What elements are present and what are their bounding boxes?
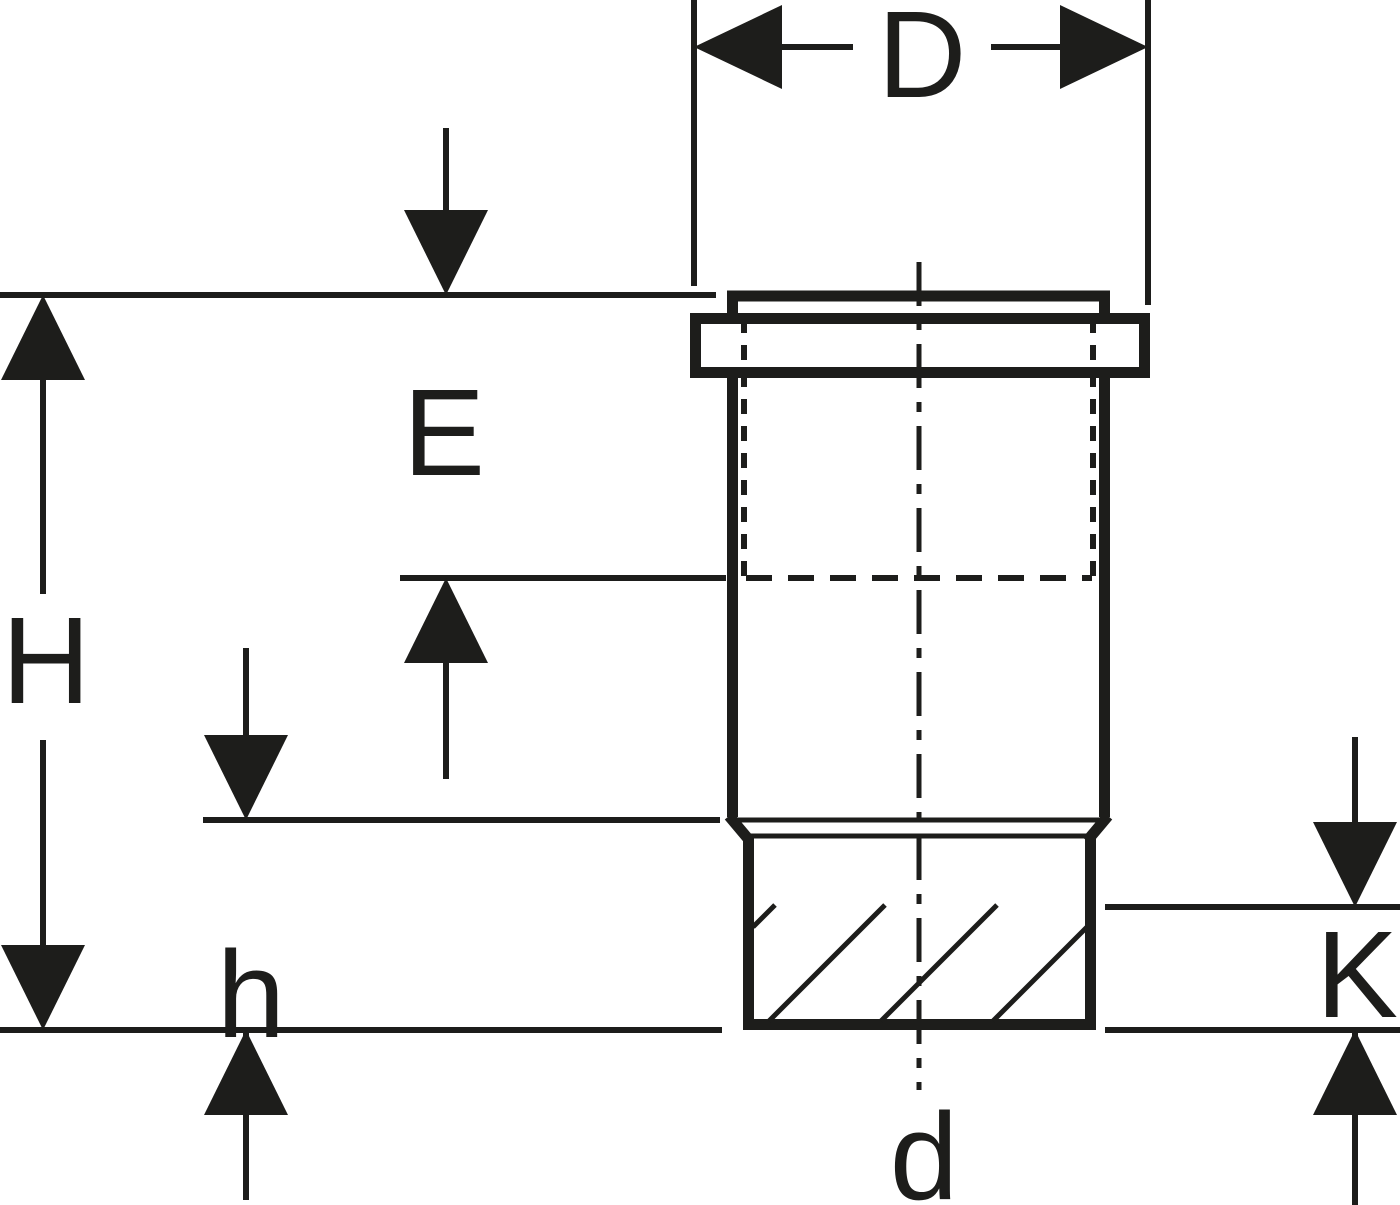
dim-label-D: D bbox=[878, 0, 967, 124]
dimension-h: h bbox=[203, 648, 720, 1200]
arrow-down-icon bbox=[1, 945, 85, 1030]
fitting-chamfer-right bbox=[1082, 812, 1113, 845]
arrow-down-icon bbox=[1313, 822, 1397, 907]
dim-label-H: H bbox=[2, 593, 91, 730]
fitting-collar bbox=[690, 313, 1150, 378]
dimension-H: H bbox=[0, 292, 722, 1033]
arrow-up-icon bbox=[1, 295, 85, 380]
fitting-socket-lip bbox=[727, 290, 1110, 320]
arrow-down-icon bbox=[204, 735, 288, 820]
dim-label-K: K bbox=[1316, 907, 1398, 1044]
dimension-D: D bbox=[691, 0, 1151, 305]
dim-label-E: E bbox=[403, 365, 485, 502]
fitting-spigot bbox=[743, 838, 1096, 1030]
spigot-hatching bbox=[751, 903, 1089, 1023]
dimension-d: d bbox=[890, 1089, 958, 1205]
arrow-up-icon bbox=[1313, 1030, 1397, 1115]
dim-label-h: h bbox=[217, 927, 285, 1064]
dimension-K: K bbox=[1105, 737, 1400, 1205]
arrow-right-icon bbox=[1060, 5, 1148, 89]
arrow-up-icon bbox=[404, 578, 488, 663]
arrow-up-icon bbox=[204, 1030, 288, 1115]
arrow-left-icon bbox=[694, 5, 782, 89]
dim-label-d: d bbox=[890, 1089, 958, 1205]
fitting-chamfer-left bbox=[724, 812, 755, 845]
dimension-E: E bbox=[400, 128, 726, 779]
fitting-outline bbox=[690, 290, 1150, 1030]
arrow-down-icon bbox=[404, 210, 488, 295]
